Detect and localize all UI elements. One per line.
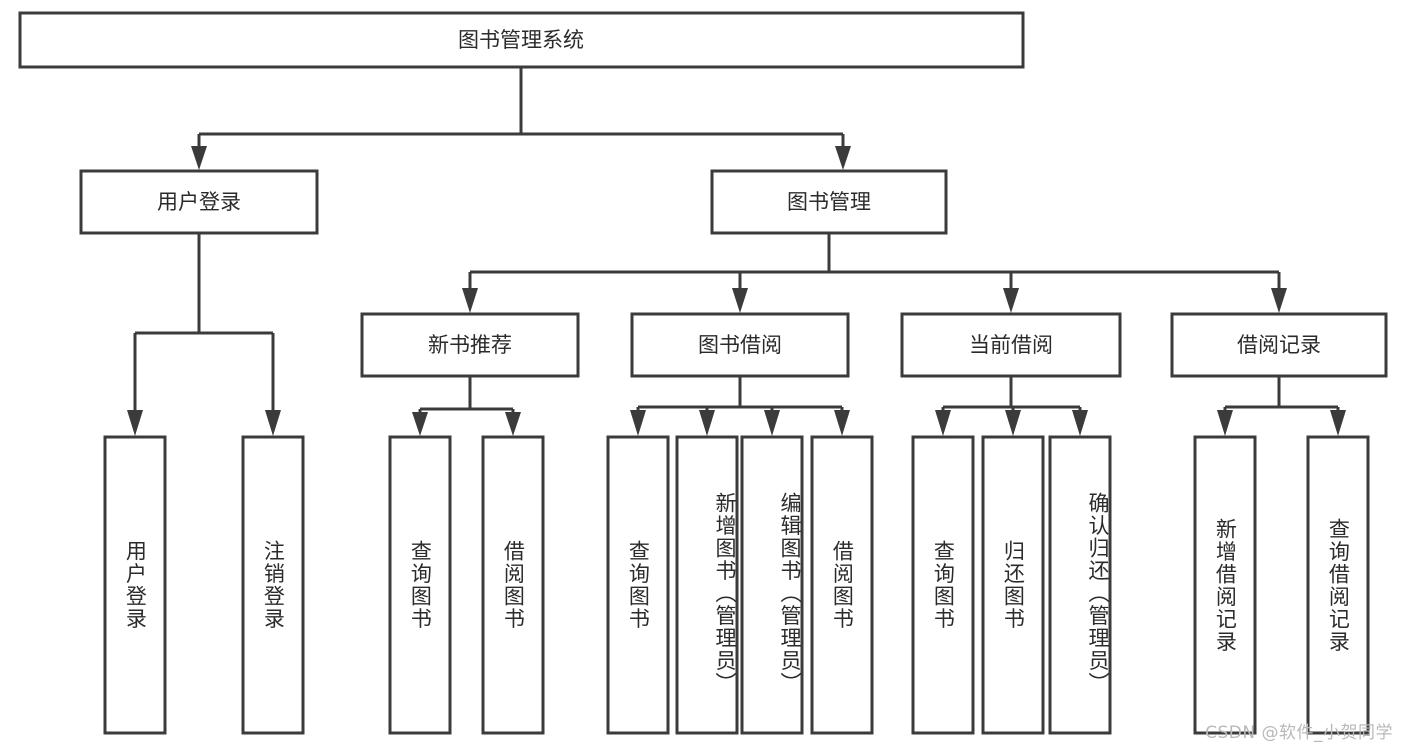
node-new-book-rec-label: 新书推荐 <box>428 333 512 357</box>
arrow-to-leaf-return-book <box>1005 410 1021 436</box>
csdn-watermark: CSDN @软件_小贺同学 <box>1205 723 1393 743</box>
connector-new-book-rec-to-leaves <box>412 376 521 436</box>
arrow-to-leaf-add-book <box>699 410 715 436</box>
node-user-login-label: 用户登录 <box>157 190 241 214</box>
leaf-return-book-box[interactable] <box>981 435 1045 735</box>
node-borrow-record[interactable]: 借阅记录 <box>1170 312 1388 378</box>
node-current-borrow-box <box>900 312 1122 378</box>
leaf-query-book-rec-box[interactable] <box>388 435 452 735</box>
arrow-to-leaf-confirm-return <box>1072 410 1088 436</box>
node-book-borrow-label: 图书借阅 <box>698 333 782 357</box>
arrow-to-leaf-user-login <box>127 410 143 436</box>
node-book-manage-label: 图书管理 <box>787 190 871 214</box>
arrow-to-book-borrow <box>732 288 748 313</box>
node-current-borrow-label: 当前借阅 <box>969 333 1053 357</box>
arrow-to-leaf-query-book <box>630 410 646 436</box>
arrow-to-user-login <box>191 146 207 170</box>
arrow-to-leaf-edit-book <box>764 410 780 436</box>
node-user-login[interactable]: 用户登录 <box>79 169 319 235</box>
arrow-to-borrow-record <box>1271 288 1287 313</box>
arrow-to-leaf-add-record <box>1217 410 1233 436</box>
arrow-to-current-borrow <box>1003 288 1019 313</box>
arrow-to-new-book-rec <box>462 288 478 313</box>
node-current-borrow[interactable]: 当前借阅 <box>900 312 1122 378</box>
leaf-borrow-book-box[interactable] <box>810 435 874 735</box>
connector-user-login-to-leaves <box>127 233 281 436</box>
arrow-to-book-manage <box>835 146 851 170</box>
leaf-borrow-book-rec-box[interactable] <box>481 435 545 735</box>
node-root-label: 图书管理系统 <box>458 28 584 52</box>
leaf-add-book-box[interactable] <box>675 435 739 735</box>
connector-root-to-level2 <box>191 67 851 170</box>
arrow-to-leaf-borrow-book <box>834 410 850 436</box>
arrow-to-leaf-query-book-cur <box>935 410 951 436</box>
node-borrow-record-label: 借阅记录 <box>1237 333 1321 357</box>
leaf-user-login-box[interactable] <box>103 435 167 735</box>
connector-current-borrow-to-leaves <box>935 376 1088 436</box>
node-root[interactable]: 图书管理系统 <box>18 11 1025 69</box>
arrow-to-leaf-query-record <box>1330 410 1346 436</box>
connector-borrow-record-to-leaves <box>1217 376 1346 436</box>
leaf-boxes <box>103 435 1370 735</box>
arrow-to-leaf-user-logout <box>265 410 281 436</box>
arrow-to-leaf-borrow-book-rec <box>505 412 521 436</box>
node-root-box <box>18 11 1025 69</box>
leaf-confirm-return-box[interactable] <box>1048 435 1112 735</box>
leaf-query-record-box[interactable] <box>1306 435 1370 735</box>
leaf-query-book-box[interactable] <box>606 435 670 735</box>
node-book-borrow[interactable]: 图书借阅 <box>630 312 850 378</box>
connector-book-borrow-to-leaves <box>630 376 850 436</box>
leaf-edit-book-box[interactable] <box>740 435 804 735</box>
leaf-user-logout-box[interactable] <box>241 435 305 735</box>
node-new-book-rec[interactable]: 新书推荐 <box>360 312 580 378</box>
node-book-manage[interactable]: 图书管理 <box>710 169 948 235</box>
leaf-query-book-cur-box[interactable] <box>911 435 975 735</box>
connector-book-manage-to-level3 <box>462 233 1287 313</box>
leaf-add-record-box[interactable] <box>1193 435 1257 735</box>
node-new-book-rec-box <box>360 312 580 378</box>
node-user-login-box <box>79 169 319 235</box>
arrow-to-leaf-query-book-rec <box>412 412 428 436</box>
